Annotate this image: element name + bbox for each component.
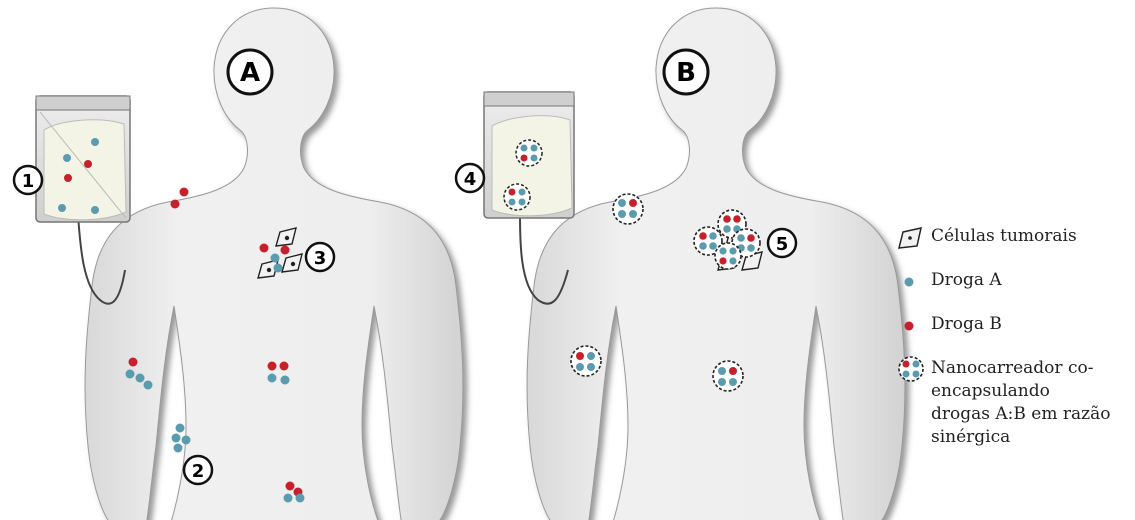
marker-1: 1 bbox=[14, 166, 42, 194]
marker-5: 5 bbox=[768, 229, 796, 257]
svg-text:1: 1 bbox=[22, 171, 35, 192]
legend-item-drug-b: Droga B bbox=[895, 310, 1135, 354]
nanocarrier-line-1: Nanocarreador co- bbox=[931, 357, 1110, 380]
svg-text:5: 5 bbox=[776, 234, 789, 255]
drug-b-dot-icon bbox=[895, 310, 931, 340]
panel-label-b: B bbox=[664, 50, 708, 94]
svg-text:2: 2 bbox=[192, 461, 205, 482]
legend-item-tumor-cells: Células tumorais bbox=[895, 222, 1135, 266]
svg-text:4: 4 bbox=[464, 169, 477, 190]
nanocarrier-line-4: sinérgica bbox=[931, 426, 1110, 449]
drug-a-dot-icon bbox=[895, 266, 931, 296]
svg-text:A: A bbox=[240, 58, 260, 88]
tumor-cell-icon bbox=[895, 222, 931, 252]
nanocarrier-icon bbox=[895, 354, 931, 384]
legend-label-drug-a: Droga A bbox=[931, 266, 1002, 292]
body-silhouette-b bbox=[527, 8, 905, 520]
marker-3: 3 bbox=[306, 243, 334, 271]
svg-text:3: 3 bbox=[314, 248, 327, 269]
nanocarrier-line-3: drogas A:B em razão bbox=[931, 403, 1110, 426]
legend-item-nanocarrier: Nanocarreador co- encapsulando drogas A:… bbox=[895, 354, 1135, 449]
marker-2: 2 bbox=[184, 456, 212, 484]
legend: Células tumorais Droga A Droga B Nanocar… bbox=[895, 222, 1135, 449]
legend-label-nanocarrier: Nanocarreador co- encapsulando drogas A:… bbox=[931, 354, 1110, 449]
legend-label-tumor-cells: Células tumorais bbox=[931, 222, 1077, 248]
nanocarrier-line-2: encapsulando bbox=[931, 380, 1110, 403]
legend-label-drug-b: Droga B bbox=[931, 310, 1002, 336]
legend-item-drug-a: Droga A bbox=[895, 266, 1135, 310]
marker-4: 4 bbox=[456, 164, 484, 192]
panel-label-a: A bbox=[228, 50, 272, 94]
svg-text:B: B bbox=[676, 58, 696, 88]
